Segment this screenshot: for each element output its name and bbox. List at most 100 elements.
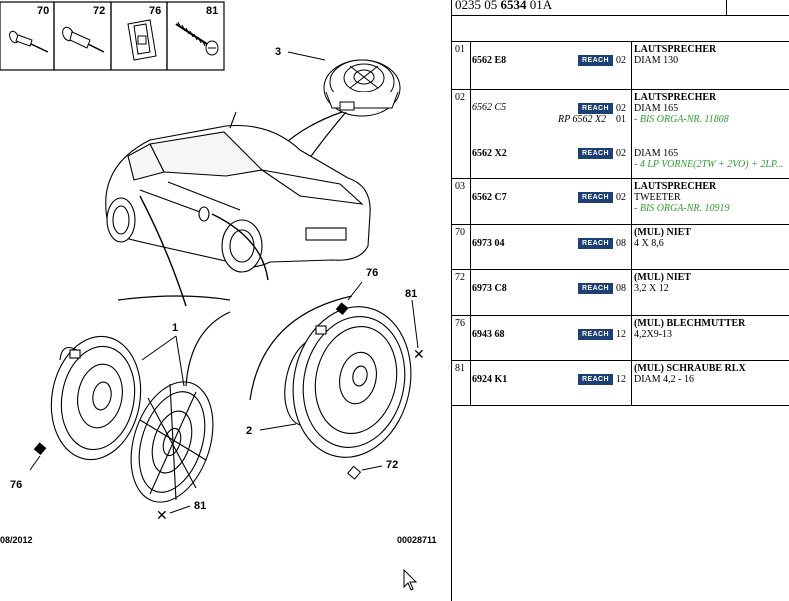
- part-quantity: 12: [616, 374, 626, 385]
- part-reference-link[interactable]: 6973 C8: [472, 283, 507, 294]
- item-number: 72: [455, 272, 465, 283]
- column-divider: [470, 361, 471, 405]
- item-number: 81: [455, 363, 465, 374]
- part-quantity: 02: [616, 103, 626, 114]
- part-reference-link[interactable]: 6943 68: [472, 329, 505, 340]
- replacement-reference[interactable]: RP 6562 X2: [558, 114, 607, 125]
- part-name: LAUTSPRECHER: [634, 181, 717, 192]
- part-reference-link[interactable]: 6973 04: [472, 238, 505, 249]
- column-divider: [470, 179, 471, 224]
- diagram-date: 08/2012: [0, 535, 33, 545]
- legend-label-72: 72: [93, 5, 105, 17]
- parts-diagram-drawing: 70 72 76 81: [0, 1, 437, 591]
- column-divider: [470, 270, 471, 315]
- column-divider: [631, 361, 632, 405]
- rivet-marker-right: [347, 465, 362, 480]
- callout-81-right: 81: [405, 288, 417, 300]
- legend-label-76: 76: [149, 5, 161, 17]
- part-spec: 4,2X9-13: [634, 329, 673, 340]
- diagram-reference-code: 0235 05 6534 01A: [455, 0, 552, 13]
- item-number: 02: [455, 92, 465, 103]
- part-spec: 3,2 X 12: [634, 283, 669, 294]
- part-name: LAUTSPRECHER: [634, 44, 717, 55]
- part-note: - BIS ORGA-NR. 11808: [634, 114, 729, 125]
- callout-76-left: 76: [10, 479, 22, 491]
- clip-nut-76-icon: [127, 19, 157, 61]
- replacement-quantity: 01: [616, 114, 626, 125]
- part-spec: 4 X 8,6: [634, 238, 664, 249]
- column-divider: [470, 316, 471, 360]
- reach-badge: REACH: [578, 283, 613, 294]
- column-divider: [470, 225, 471, 269]
- part-quantity: 12: [616, 329, 626, 340]
- rivet-70-icon: [9, 30, 49, 53]
- callout-1: 1: [172, 322, 178, 334]
- legend-label-70: 70: [37, 5, 49, 17]
- part-reference-link[interactable]: 6562 E8: [472, 55, 507, 66]
- column-divider: [631, 270, 632, 315]
- part-quantity: 02: [616, 192, 626, 203]
- speaker-grille-part: [130, 381, 214, 503]
- speaker-165-part: [284, 306, 412, 458]
- reach-badge: REACH: [578, 238, 613, 249]
- screw-marker-right: ✕: [413, 347, 425, 363]
- item-number: 01: [455, 44, 465, 55]
- part-reference-link[interactable]: 6562 C7: [472, 192, 507, 203]
- car-outline: [105, 111, 371, 273]
- hardware-legend: [0, 1, 225, 71]
- item-number: 70: [455, 227, 465, 238]
- callout-3: 3: [275, 46, 281, 58]
- part-spec: TWEETER: [634, 192, 681, 203]
- clip-nut-marker-right: [335, 302, 349, 316]
- part-reference-link[interactable]: 6562 C5: [472, 102, 507, 113]
- reach-badge: REACH: [578, 192, 613, 203]
- part-note: - BIS ORGA-NR. 10919: [634, 203, 730, 214]
- part-quantity: 08: [616, 283, 626, 294]
- reach-badge: REACH: [578, 103, 613, 114]
- speaker-130-part: [50, 335, 142, 461]
- callout-2: 2: [246, 425, 252, 437]
- screw-81-icon: [175, 21, 219, 56]
- parts-list-header: 0235 05 6534 01A: [452, 0, 789, 16]
- item-number: 03: [455, 181, 465, 192]
- reach-badge: REACH: [578, 55, 613, 66]
- column-divider: [631, 225, 632, 269]
- part-quantity: 02: [616, 55, 626, 66]
- callout-76-right: 76: [366, 267, 378, 279]
- rivet-72-icon: [62, 26, 105, 53]
- part-reference-link[interactable]: 6924 K1: [472, 374, 508, 385]
- item-number: 76: [455, 318, 465, 329]
- reach-badge: REACH: [578, 374, 613, 385]
- parts-list-subheader: [452, 16, 789, 42]
- code-suffix: 01A: [526, 0, 553, 12]
- callout-72-right: 72: [386, 459, 398, 471]
- part-name-empty: [634, 137, 789, 148]
- reach-badge: REACH: [578, 329, 613, 340]
- clip-nut-marker-left: [33, 442, 47, 456]
- header-divider: [726, 0, 727, 16]
- part-note: - 4 LP VORNE(2TW + 2VO) + 2LP...: [634, 159, 784, 170]
- part-reference-link[interactable]: 6562 X2: [472, 148, 507, 159]
- legend-label-81: 81: [206, 5, 218, 17]
- mouse-cursor-icon: [403, 568, 418, 591]
